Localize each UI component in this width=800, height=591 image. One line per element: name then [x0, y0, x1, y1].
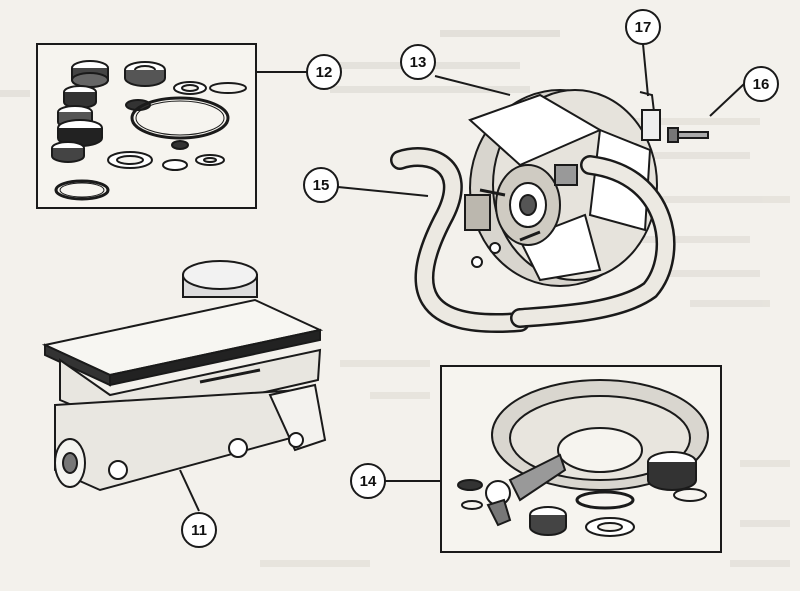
cup-seal-stack	[51, 60, 109, 163]
callout-11: 11	[181, 512, 217, 548]
callout-label-17: 17	[635, 19, 652, 36]
callout-label-15: 15	[313, 177, 330, 194]
seal-kit-box	[36, 43, 257, 209]
master-cylinder	[41, 260, 327, 492]
vacuum-hose	[390, 147, 676, 333]
callout-label-11: 11	[191, 522, 207, 539]
callout-14: 14	[350, 463, 386, 499]
servo-seal-box	[440, 365, 722, 553]
callout-12: 12	[306, 54, 342, 90]
o-ring-set	[54, 61, 247, 201]
callout-label-12: 12	[316, 64, 333, 81]
callout-15: 15	[303, 167, 339, 203]
callout-label-14: 14	[360, 473, 377, 490]
callout-label-13: 13	[410, 54, 427, 71]
callout-label-16: 16	[753, 76, 770, 93]
leader-lines	[179, 43, 745, 512]
callout-17: 17	[625, 9, 661, 45]
callout-16: 16	[743, 66, 779, 102]
callout-13: 13	[400, 44, 436, 80]
